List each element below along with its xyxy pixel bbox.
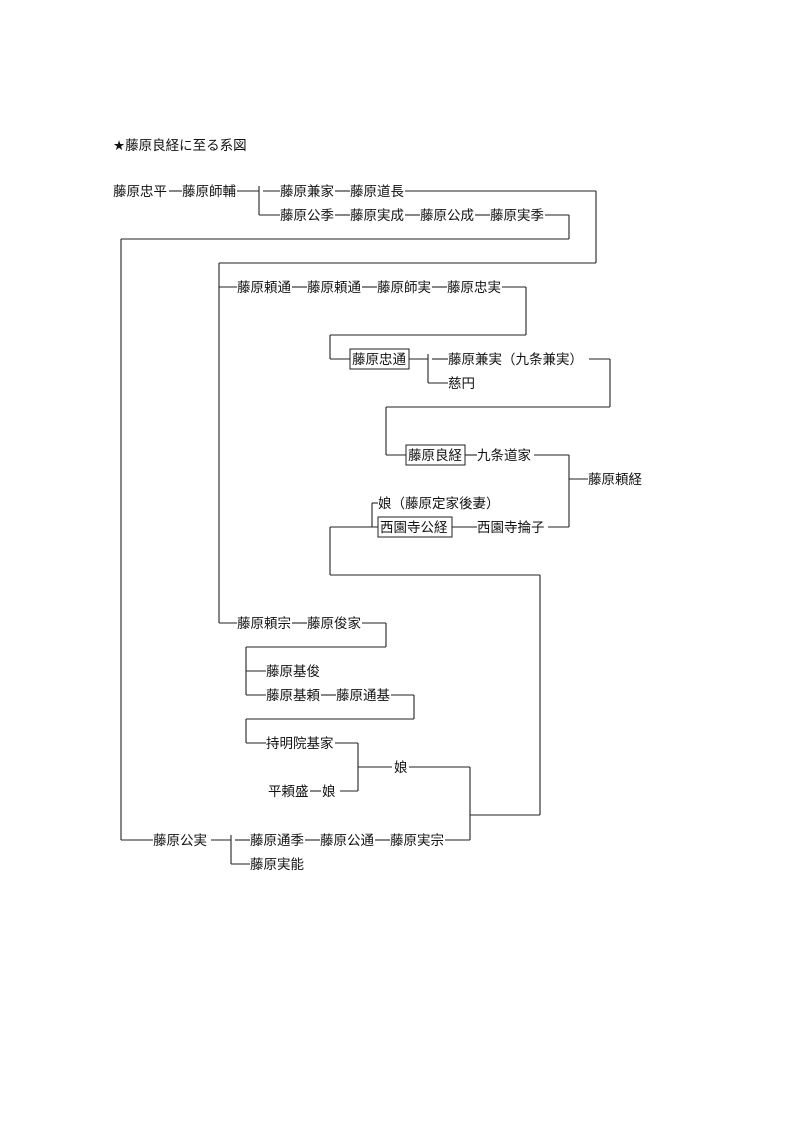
frame-yoshitsune: [405, 444, 466, 466]
person-labels: 藤原忠平 藤原師輔 藤原兼家 藤原道長 藤原公季 藤原実成 藤原公成 藤原実季 …: [113, 183, 642, 873]
person-musume-teika: 娘（藤原定家後妻）: [378, 495, 500, 512]
person-michinaga: 藤原道長: [350, 184, 404, 200]
person-musume-2: 娘: [394, 760, 408, 776]
person-rinshi: 西園寺掄子: [477, 520, 545, 536]
person-kinzane: 藤原公実: [153, 833, 207, 849]
person-kinsue: 藤原公季: [280, 208, 334, 224]
person-michiie: 九条道家: [477, 447, 531, 464]
person-tadahira: 藤原忠平: [113, 184, 167, 200]
person-jien: 慈円: [448, 376, 475, 392]
person-jimyoin-motoie: 持明院基家: [266, 735, 334, 752]
frame-kintsune: [377, 516, 453, 538]
person-musume-3: 娘: [322, 784, 336, 800]
person-kinnari: 藤原公成: [420, 208, 474, 224]
person-tadazane: 藤原忠実: [447, 280, 501, 296]
person-mototoshi: 藤原基俊: [266, 663, 320, 680]
person-morosuke: 藤原師輔: [182, 184, 236, 200]
person-yoritsune: 藤原頼経: [588, 472, 642, 488]
person-kintsune: 西園寺公経: [380, 520, 448, 536]
person-kanezane: 藤原兼実（九条兼実）: [448, 351, 583, 368]
person-yoshitsune: 藤原良経: [408, 448, 462, 464]
person-yorimichi: 藤原頼通: [237, 280, 291, 296]
person-kinmichi: 藤原公通: [320, 833, 374, 849]
person-sanesue: 藤原実季: [490, 208, 544, 224]
person-morozane: 藤原師実: [377, 280, 431, 296]
person-yorimichi-2: 藤原頼通: [307, 280, 361, 296]
person-toshiie: 藤原俊家: [307, 615, 361, 632]
person-michisue: 藤原通季: [250, 833, 304, 849]
person-sanetaka: 藤原実能: [250, 857, 304, 873]
person-motoyori: 藤原基頼: [266, 687, 320, 704]
person-kaneie: 藤原兼家: [280, 183, 334, 200]
person-sanenari: 藤原実成: [350, 208, 404, 224]
highlight-frames: [349, 348, 466, 538]
frame-tadamichi: [349, 348, 410, 370]
connector-lines: [120, 186, 611, 865]
person-sanemune: 藤原実宗: [390, 833, 444, 849]
person-michimoto: 藤原通基: [336, 687, 390, 704]
person-taira-yorimori: 平頼盛: [268, 784, 309, 800]
page-title: ★藤原良経に至る系図: [113, 138, 247, 154]
person-tadamichi: 藤原忠通: [352, 352, 406, 368]
person-yorimune: 藤原頼宗: [237, 616, 291, 632]
